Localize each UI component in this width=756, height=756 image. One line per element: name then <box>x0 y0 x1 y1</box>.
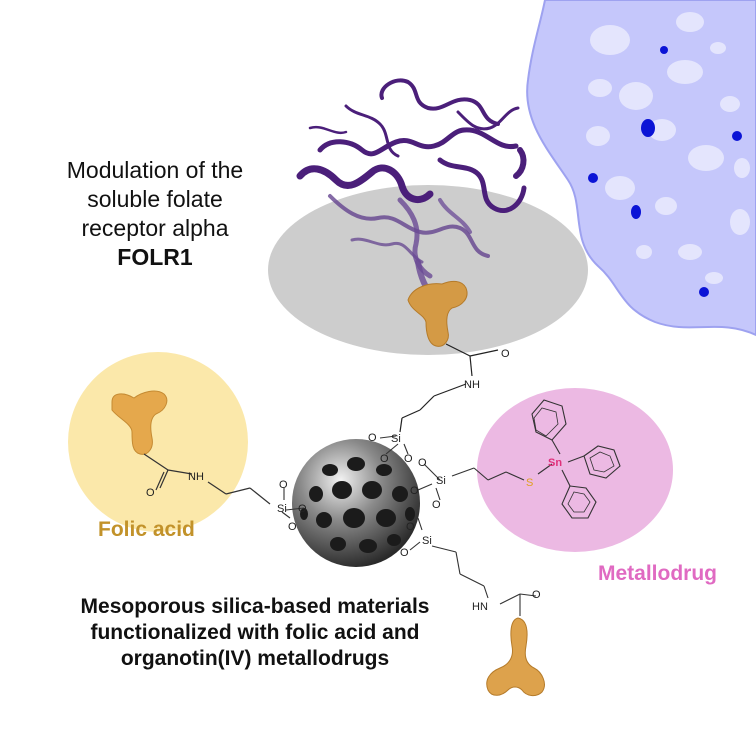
title-line-3: receptor alpha <box>81 215 229 241</box>
title-line-2: soluble folate <box>87 186 223 212</box>
folic-acid-circle <box>68 352 248 532</box>
atom-o-carbonyl-top: O <box>501 348 510 360</box>
caption-line-1: Mesoporous silica-based materials <box>80 595 430 618</box>
atom-nh-top: NH <box>464 379 480 391</box>
atom-si-right: Si <box>436 475 446 487</box>
folic-acid-ligand <box>111 390 168 455</box>
receptor-linker <box>399 343 499 433</box>
title-line-1: Modulation of the <box>66 157 244 183</box>
siloxane-bonds <box>281 435 553 616</box>
folic-acid-label: Folic acid <box>98 518 195 541</box>
caption-line-3: organotin(IV) metallodrugs <box>120 647 390 670</box>
cell-vesicles <box>586 12 750 284</box>
phenyl-rings <box>531 399 621 519</box>
metallodrug-circle <box>477 388 673 552</box>
atom-si-left: Si <box>277 503 287 515</box>
silica-nanoparticle <box>292 439 420 567</box>
cell-membrane <box>526 0 756 337</box>
atom-o-11: O <box>400 547 409 559</box>
atom-o-6: O <box>288 521 297 533</box>
metallodrug-label: Metallodrug <box>598 562 717 585</box>
folic-linker <box>143 453 271 505</box>
caption-line-2: functionalized with folic acid and <box>90 621 420 644</box>
title-block: Modulation of the soluble folate recepto… <box>40 156 270 272</box>
atom-o-2: O <box>380 453 389 465</box>
atom-hn-bottom: HN <box>472 601 488 613</box>
atom-o-carbonyl-bottom: O <box>532 589 541 601</box>
atom-o-3: O <box>404 453 413 465</box>
atom-o-7: O <box>418 457 427 469</box>
atom-si-top: Si <box>391 433 401 445</box>
atom-tin: Sn <box>548 457 562 469</box>
bottom-caption: Mesoporous silica-based materials functi… <box>40 594 470 672</box>
atom-o-9: O <box>432 499 441 511</box>
bound-folate-ligand <box>407 280 468 347</box>
atom-o-8: O <box>410 485 419 497</box>
bottom-folate-ligand <box>486 617 545 697</box>
atom-o-5: O <box>298 503 307 515</box>
atom-sulfur: S <box>526 477 533 489</box>
receptor-shadow <box>268 185 588 355</box>
atom-o-1: O <box>368 432 377 444</box>
atom-nh-left: NH <box>188 471 204 483</box>
cell-dark-spots <box>588 46 742 297</box>
atom-si-bottom: Si <box>422 535 432 547</box>
folr1-protein <box>296 78 527 301</box>
atom-o-10: O <box>406 521 415 533</box>
title-line-4: FOLR1 <box>117 244 193 270</box>
atom-o-carbonyl-left: O <box>146 487 155 499</box>
atom-o-4: O <box>279 479 288 491</box>
